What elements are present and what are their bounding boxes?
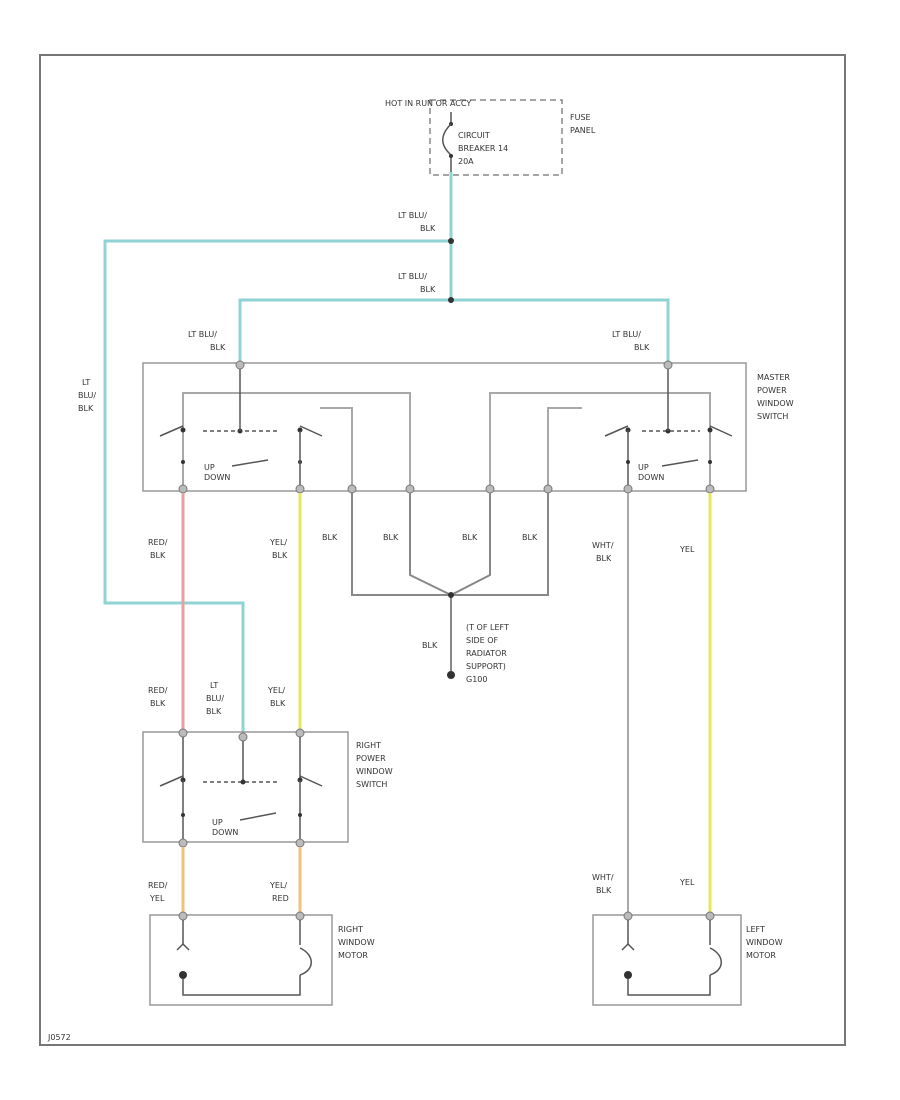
label-ltblu-5b: BLU/ xyxy=(206,694,224,703)
label-blk-2: BLK xyxy=(383,533,399,542)
label-redblk-2b: BLK xyxy=(150,699,166,708)
label-yelblk-2b: BLK xyxy=(270,699,286,708)
label-whtblk-2b: BLK xyxy=(596,886,612,895)
diagram-frame xyxy=(39,54,846,1046)
label-ltblu-3b: BLK xyxy=(210,343,226,352)
label-yelblk-2a: YEL/ xyxy=(267,686,285,695)
label-ltblu-v3: BLK xyxy=(78,404,94,413)
right-switch-label-1: RIGHT xyxy=(356,741,381,750)
label-redblk-1b: BLK xyxy=(150,551,166,560)
left-window-motor: WHT/ BLK YEL LEFT WINDOW MOTOR xyxy=(592,873,783,1006)
right-switch-label-3: WINDOW xyxy=(356,767,393,776)
label-ltblu-3a: LT BLU/ xyxy=(188,330,217,339)
master-output-wires: RED/ BLK YEL/ BLK BLK BLK BLK BLK WHT/ B… xyxy=(148,493,712,915)
label-ltblu-1b: BLK xyxy=(420,224,436,233)
label-ltblu-1a: LT BLU/ xyxy=(398,211,427,220)
label-yelblk-1b: BLK xyxy=(272,551,288,560)
label-yelred-b: RED xyxy=(272,894,289,903)
master-down-left: DOWN xyxy=(204,473,230,482)
master-label-3: WINDOW xyxy=(757,399,794,408)
ground-label-4: SUPPORT) xyxy=(466,662,506,671)
label-yelred-a: YEL/ xyxy=(269,881,287,890)
label-whtblk-1a: WHT/ xyxy=(592,541,614,550)
master-up-left: UP xyxy=(204,463,215,472)
right-motor-label-2: WINDOW xyxy=(338,938,375,947)
right-motor-label-3: MOTOR xyxy=(338,951,368,960)
right-motor-wires: RED/ YEL YEL/ RED xyxy=(148,847,302,915)
right-switch-label-4: SWITCH xyxy=(356,780,387,789)
label-redblk-1a: RED/ xyxy=(148,538,168,547)
label-ltblu-4b: BLK xyxy=(634,343,650,352)
right-motor-label-1: RIGHT xyxy=(338,925,363,934)
right-up: UP xyxy=(212,818,223,827)
hot-label: HOT IN RUN OR ACCY xyxy=(385,99,471,108)
label-whtblk-1b: BLK xyxy=(596,554,612,563)
label-ltblu-5c: BLK xyxy=(206,707,222,716)
right-down: DOWN xyxy=(212,828,238,837)
label-yelblk-1a: YEL/ xyxy=(269,538,287,547)
ground-label-3: RADIATOR xyxy=(466,649,507,658)
breaker-label-3: 20A xyxy=(458,157,474,166)
label-blk-ground: BLK xyxy=(422,641,438,650)
label-yel-1: YEL xyxy=(679,545,695,554)
left-motor-label-3: MOTOR xyxy=(746,951,776,960)
master-up-right: UP xyxy=(638,463,649,472)
panel-label-1: FUSE xyxy=(570,113,591,122)
label-ltblu-v2: BLU/ xyxy=(78,391,96,400)
label-redyel-b: YEL xyxy=(149,894,165,903)
ground-label-1: (T OF LEFT xyxy=(466,623,509,632)
master-switch: MASTER POWER WINDOW SWITCH UP DOWN UP xyxy=(142,360,794,494)
label-ltblu-4a: LT BLU/ xyxy=(612,330,641,339)
label-blk-3: BLK xyxy=(462,533,478,542)
master-label-2: POWER xyxy=(757,386,787,395)
right-switch-label-2: POWER xyxy=(356,754,386,763)
right-switch: RED/ BLK LT BLU/ BLK YEL/ BLK RIGHT POWE… xyxy=(142,681,393,848)
ground-label-2: SIDE OF xyxy=(466,636,498,645)
master-label-1: MASTER xyxy=(757,373,790,382)
lt-blu-feed: LT BLU/ BLK LT BLU/ BLK LT BLU/ BLK LT B… xyxy=(78,172,670,735)
label-ltblu-2a: LT BLU/ xyxy=(398,272,427,281)
master-label-4: SWITCH xyxy=(757,412,788,421)
left-motor-label-1: LEFT xyxy=(746,925,765,934)
label-ltblu-2b: BLK xyxy=(420,285,436,294)
label-redblk-2a: RED/ xyxy=(148,686,168,695)
label-blk-4: BLK xyxy=(522,533,538,542)
ground-label-5: G100 xyxy=(466,675,487,684)
left-motor-label-2: WINDOW xyxy=(746,938,783,947)
ground-g100: BLK (T OF LEFT SIDE OF RADIATOR SUPPORT)… xyxy=(422,623,509,684)
right-window-motor: RIGHT WINDOW MOTOR xyxy=(149,911,375,1006)
fuse-panel: HOT IN RUN OR ACCY CIRCUIT BREAKER 14 20… xyxy=(385,99,596,176)
breaker-label-1: CIRCUIT xyxy=(458,131,490,140)
label-yel-2: YEL xyxy=(679,878,695,887)
label-blk-1: BLK xyxy=(322,533,338,542)
label-ltblu-v1: LT xyxy=(82,378,90,387)
panel-label-2: PANEL xyxy=(570,126,596,135)
label-whtblk-2a: WHT/ xyxy=(592,873,614,882)
master-down-right: DOWN xyxy=(638,473,664,482)
breaker-label-2: BREAKER 14 xyxy=(458,144,508,153)
footer-code: J0572 xyxy=(47,1033,71,1042)
label-ltblu-5a: LT xyxy=(210,681,218,690)
label-redyel-a: RED/ xyxy=(148,881,168,890)
